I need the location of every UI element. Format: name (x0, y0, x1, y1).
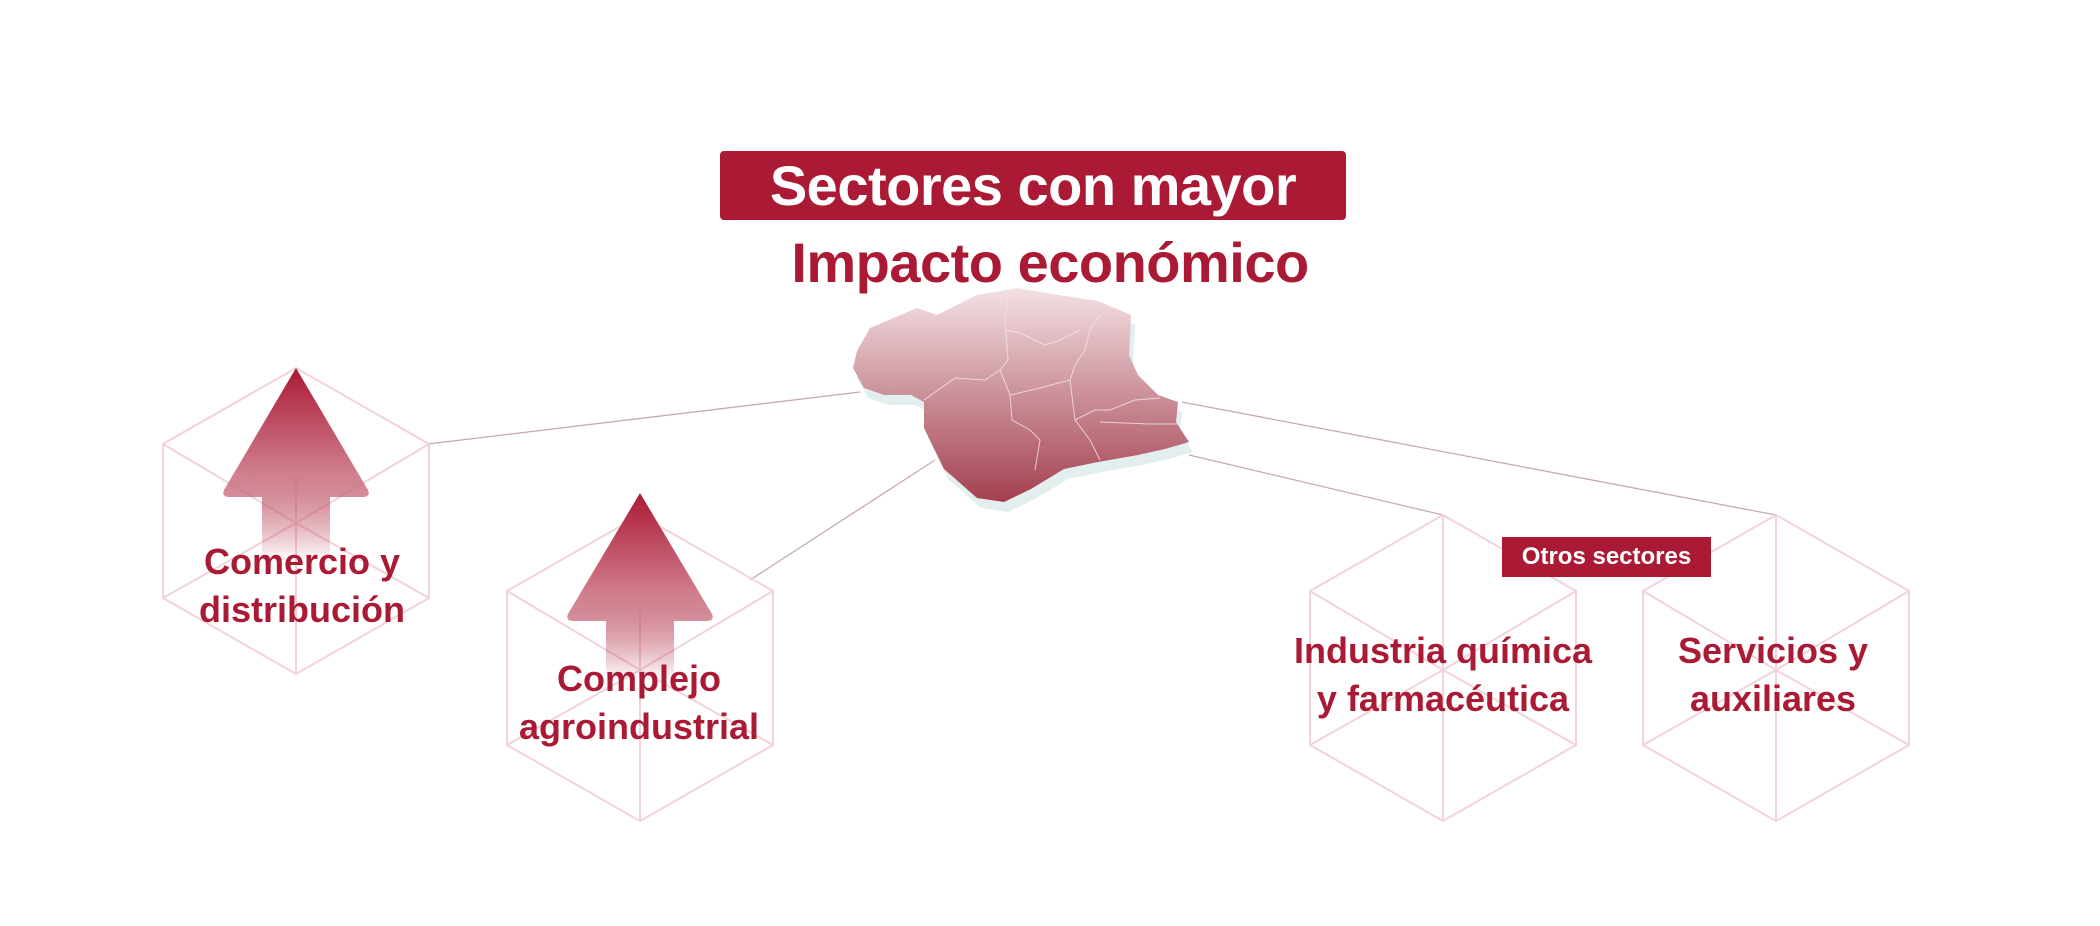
connector-line (1181, 401, 1777, 516)
cube-wireframe (1309, 513, 1577, 823)
other-sectors-badge: Otros sectores (1502, 537, 1711, 577)
sector-label-line: distribución (199, 589, 405, 630)
sector-label-quimica: Industria química y farmacéutica (1243, 627, 1643, 723)
sector-label-comercio: Comercio y distribución (102, 538, 502, 634)
up-arrow-icon (223, 368, 369, 560)
sector-label-line: Comercio y (203, 541, 401, 582)
sector-label-line: y farmacéutica (1316, 678, 1570, 719)
cube-wireframe (1642, 513, 1910, 823)
sector-label-line: agroindustrial (518, 706, 760, 747)
sector-label-agroindustrial: Complejo agroindustrial (439, 655, 839, 751)
sector-label-line: auxiliares (1689, 678, 1857, 719)
connector-line (427, 391, 861, 445)
sector-label-line: Industria química (1293, 630, 1593, 671)
title-banner (720, 151, 1346, 220)
sector-label-line: Servicios y (1677, 630, 1869, 671)
connector-line (749, 459, 936, 581)
region-map (853, 288, 1193, 512)
up-arrow-icon (567, 493, 713, 680)
page-subtitle: Impacto económico (791, 231, 1309, 294)
sector-label-line: Complejo (556, 658, 721, 699)
connector-line (1188, 454, 1444, 516)
page-title: Sectores con mayor (769, 154, 1297, 217)
sector-label-servicios: Servicios y auxiliares (1573, 627, 1973, 723)
